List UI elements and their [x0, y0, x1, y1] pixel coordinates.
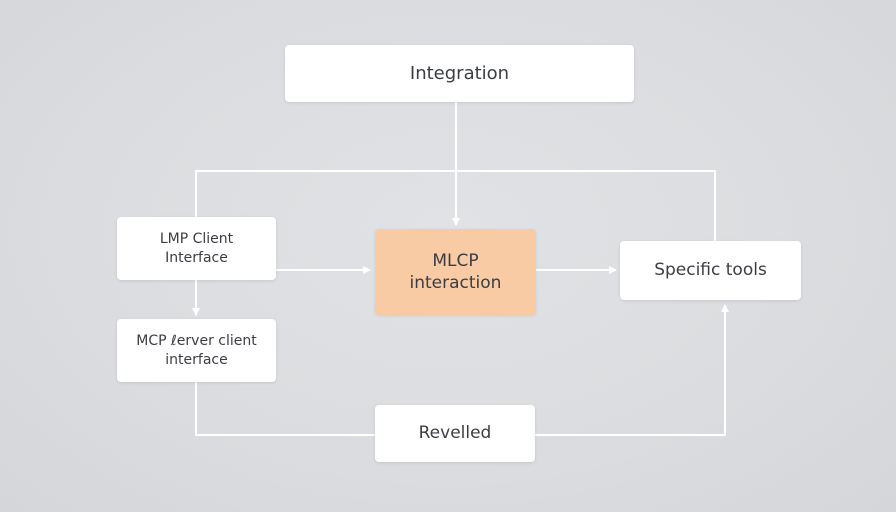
node-revelled: Revelled: [375, 405, 535, 462]
node-specific-tools: Specific tools: [620, 241, 801, 300]
node-specific-tools-label: Specific tools: [654, 260, 767, 281]
edge-mcp-server-to-revelled: [195, 382, 375, 436]
node-mcp-server-client-interface-label: MCP ℓerver client interface: [136, 333, 257, 368]
node-mlcp-interaction-label: MLCP interaction: [409, 250, 502, 293]
node-lmp-client-interface-label: LMP Client Interface: [159, 231, 234, 266]
node-revelled-label: Revelled: [418, 423, 492, 444]
node-mlcp-interaction: MLCP interaction: [375, 229, 536, 315]
edge-top-loop: [195, 170, 716, 241]
node-lmp-client-interface: LMP Client Interface: [117, 217, 276, 280]
node-mcp-server-client-interface: MCP ℓerver client interface: [117, 319, 276, 382]
node-integration: Integration: [285, 45, 634, 102]
node-integration-label: Integration: [409, 62, 510, 84]
edge-revelled-to-specific-tools: [535, 304, 729, 436]
